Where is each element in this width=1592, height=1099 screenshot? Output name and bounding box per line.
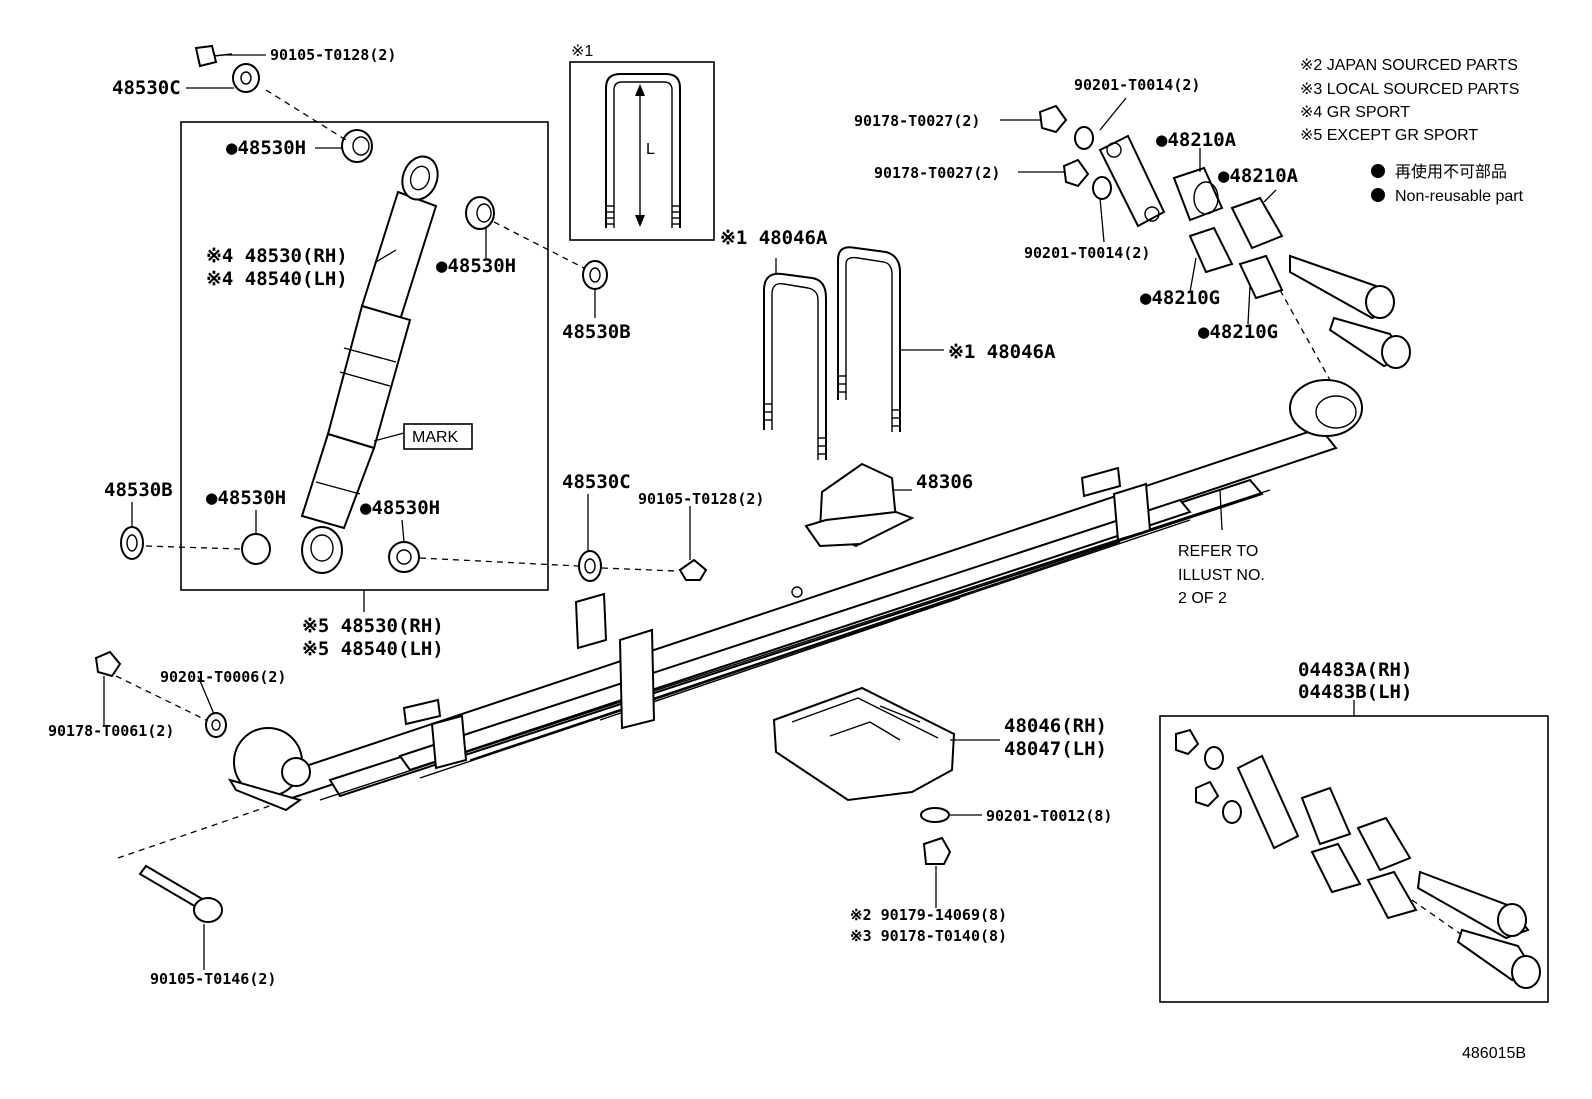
alignment-lines (115, 89, 1463, 936)
ubolt-detail-drawing (605, 73, 681, 228)
seat-fasteners (920, 807, 952, 865)
shackle-drawing (1038, 104, 1411, 369)
nonreusable-dot-icon (1371, 188, 1385, 202)
refer-to-line-2: ILLUST NO. (1178, 567, 1265, 584)
label-48530h-right: ●48530H (436, 255, 516, 277)
label-48540-lh-gr: ※4 48540(LH) (206, 268, 348, 290)
refer-to-line-1: REFER TO (1178, 543, 1258, 560)
label-48530c-top: 48530C (112, 77, 181, 99)
label-90105-t0128-mid: 90105-T0128(2) (638, 490, 764, 508)
shock-absorber-drawing (300, 155, 439, 574)
label-48046a-top: ※1 48046A (720, 227, 828, 249)
bushing-parts (94, 44, 708, 738)
legend-note-2: ※2 JAPAN SOURCED PARTS (1300, 57, 1518, 74)
legend-nonreusable-jp: 再使用不可部品 (1395, 163, 1507, 181)
label-90201-t0014-bottom: 90201-T0014(2) (1024, 244, 1150, 262)
label-90179-14069: ※2 90179-14069(8) (850, 906, 1007, 924)
ubolts-drawing (763, 246, 915, 548)
label-90201-t0014-top: 90201-T0014(2) (1074, 76, 1200, 94)
label-48210g-2: ●48210G (1198, 321, 1278, 343)
label-48306: 48306 (916, 471, 973, 493)
shackle-kit-drawing (1175, 728, 1541, 989)
mark-label: MARK (412, 429, 459, 446)
legend-note-3: ※3 LOCAL SOURCED PARTS (1300, 81, 1519, 98)
mark-label-box (403, 423, 473, 450)
label-90178-t0027-b: 90178-T0027(2) (874, 164, 1000, 182)
ubolt-dimension-label: L (646, 141, 655, 158)
label-90105-t0146: 90105-T0146(2) (150, 970, 276, 988)
bolt-drawing (138, 864, 223, 923)
label-48530h-top: ●48530H (226, 137, 306, 159)
label-48046-rh: 48046(RH) (1004, 715, 1107, 737)
label-48530b-right: 48530B (562, 321, 631, 343)
label-90178-t0061: 90178-T0061(2) (48, 722, 174, 740)
label-90201-t0006: 90201-T0006(2) (160, 668, 286, 686)
label-04483a: 04483A(RH) (1298, 659, 1412, 681)
leader-lines (103, 54, 1355, 970)
label-48540-lh: ※5 48540(LH) (302, 638, 444, 660)
refer-to-line-3: 2 OF 2 (1178, 590, 1227, 607)
label-48530c-mid: 48530C (562, 471, 631, 493)
spring-seat-drawing (772, 686, 956, 802)
label-04483b: 04483B(LH) (1298, 681, 1412, 703)
label-48210g-1: ●48210G (1140, 287, 1220, 309)
label-48530-rh-gr: ※4 48530(RH) (206, 245, 348, 267)
label-48210a-1: ●48210A (1156, 129, 1237, 151)
label-48046a-right: ※1 48046A (948, 341, 1056, 363)
figure-code: 486015B (1462, 1045, 1526, 1062)
label-48530h-bottom-left: ●48530H (206, 487, 286, 509)
label-90105-t0128-top: 90105-T0128(2) (270, 46, 396, 64)
nonreusable-dot-icon (1371, 164, 1385, 178)
leaf-spring-drawing (227, 379, 1363, 812)
label-48210a-2: ●48210A (1218, 165, 1299, 187)
ubolt-detail-mark: ※1 (571, 43, 593, 60)
label-48047-lh: 48047(LH) (1004, 738, 1107, 760)
label-90201-t0012: 90201-T0012(8) (986, 807, 1112, 825)
label-48530-rh: ※5 48530(RH) (302, 615, 444, 637)
legend-nonreusable-en: Non-reusable part (1395, 188, 1524, 205)
label-90178-t0140: ※3 90178-T0140(8) (850, 927, 1007, 945)
ubolt-detail-box (569, 61, 715, 241)
legend-note-5: ※5 EXCEPT GR SPORT (1300, 127, 1478, 144)
label-48530h-bottom-right: ●48530H (360, 497, 440, 519)
label-90178-t0027-a: 90178-T0027(2) (854, 112, 980, 130)
label-48530b-left: 48530B (104, 479, 173, 501)
legend-note-4: ※4 GR SPORT (1300, 104, 1410, 121)
